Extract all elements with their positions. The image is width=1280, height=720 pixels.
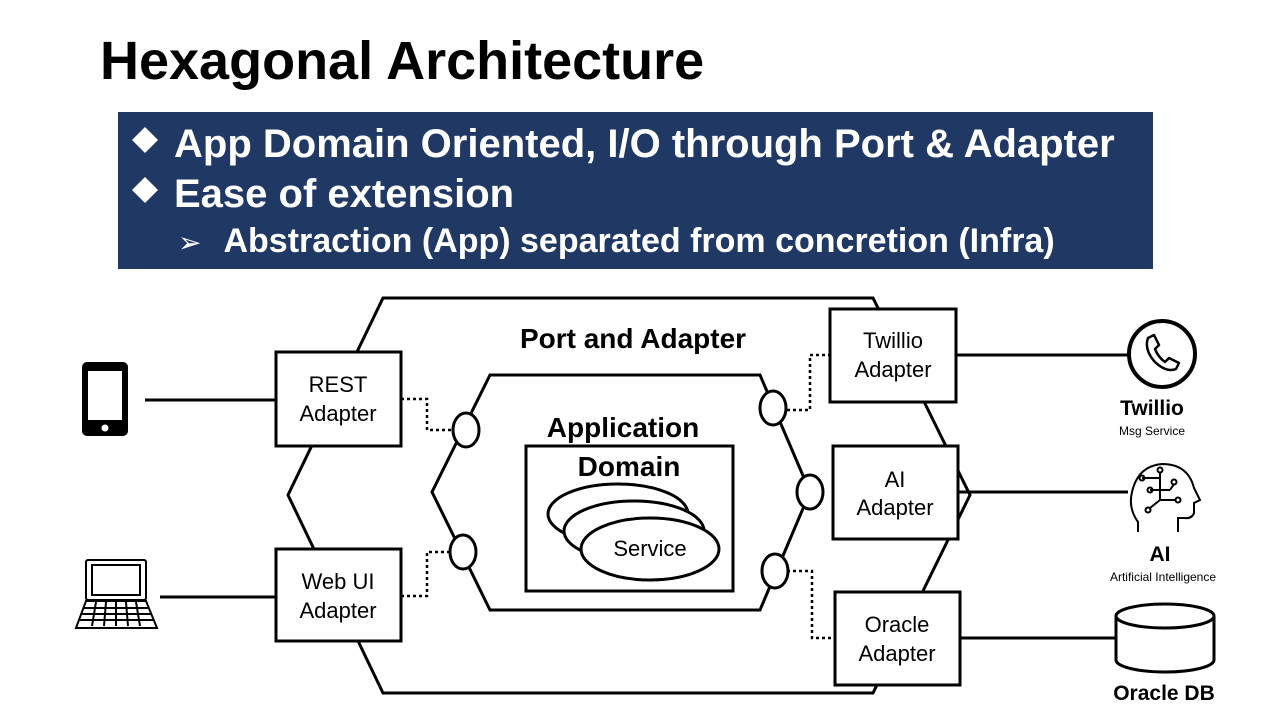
diamond-bullet-icon	[132, 177, 158, 203]
rest-adapter-label-1: REST	[309, 372, 368, 397]
service-label: Service	[613, 536, 686, 561]
outer-hexagon-label: Port and Adapter	[520, 323, 746, 354]
bullet-2-text: Ease of extension	[174, 172, 515, 216]
slide-title: Hexagonal Architecture	[100, 31, 705, 91]
bullet-banner: App Domain Oriented, I/O through Port & …	[118, 112, 1153, 269]
port-ai	[795, 473, 825, 511]
twillio-external-label: Twillio	[1120, 397, 1184, 420]
ai-adapter-label-1: AI	[885, 467, 906, 492]
sub-bullet: ➢ Abstraction (App) separated from concre…	[178, 222, 1055, 261]
bullet-2: Ease of extension	[132, 172, 514, 217]
webui-adapter-label-1: Web UI	[302, 569, 375, 594]
bullet-1: App Domain Oriented, I/O through Port & …	[132, 122, 1115, 167]
webui-adapter-box	[274, 547, 403, 643]
outer-hexagon	[286, 296, 972, 695]
port-rest	[451, 411, 481, 449]
webui-adapter-label-2: Adapter	[299, 598, 376, 623]
twillio-adapter-label-2: Adapter	[854, 357, 931, 382]
inner-hexagon	[430, 373, 812, 612]
phone-call-icon	[1127, 319, 1197, 389]
ai-external-desc: Artificial Intelligence	[1110, 570, 1216, 584]
smartphone-icon	[82, 362, 128, 436]
port-twillio	[758, 389, 788, 427]
oracle-port-link	[787, 569, 835, 640]
domain-label: Domain	[578, 451, 681, 482]
laptop-icon	[74, 559, 159, 629]
arrow-bullet-icon: ➢	[178, 227, 202, 258]
diamond-bullet-icon	[132, 127, 158, 153]
rest-port-link	[401, 397, 453, 432]
webui-port-link	[401, 550, 450, 598]
twillio-adapter-box	[828, 307, 958, 404]
twillio-external-desc: Msg Service	[1119, 424, 1185, 438]
bullet-1-text: App Domain Oriented, I/O through Port & …	[174, 122, 1115, 166]
ai-external-label: AI	[1150, 543, 1171, 566]
application-label: Application	[547, 412, 699, 443]
port-oracle	[760, 552, 790, 590]
oracle-adapter-label-1: Oracle	[865, 612, 930, 637]
twillio-port-link	[787, 353, 830, 412]
oracle-db-label: Oracle DB	[1113, 682, 1215, 705]
oracle-adapter-label-2: Adapter	[858, 641, 935, 666]
oracle-adapter-box	[833, 590, 962, 687]
database-icon	[1114, 602, 1216, 674]
ai-head-icon	[1129, 462, 1202, 532]
service-ellipse-front	[579, 516, 721, 582]
rest-adapter-box	[274, 350, 403, 448]
ai-adapter-box	[831, 444, 960, 541]
sub-bullet-text: Abstraction (App) separated from concret…	[223, 222, 1055, 260]
rest-adapter-label-2: Adapter	[299, 401, 376, 426]
twillio-adapter-label-1: Twillio	[863, 328, 923, 353]
port-webui	[448, 533, 478, 571]
ai-adapter-label-2: Adapter	[856, 495, 933, 520]
